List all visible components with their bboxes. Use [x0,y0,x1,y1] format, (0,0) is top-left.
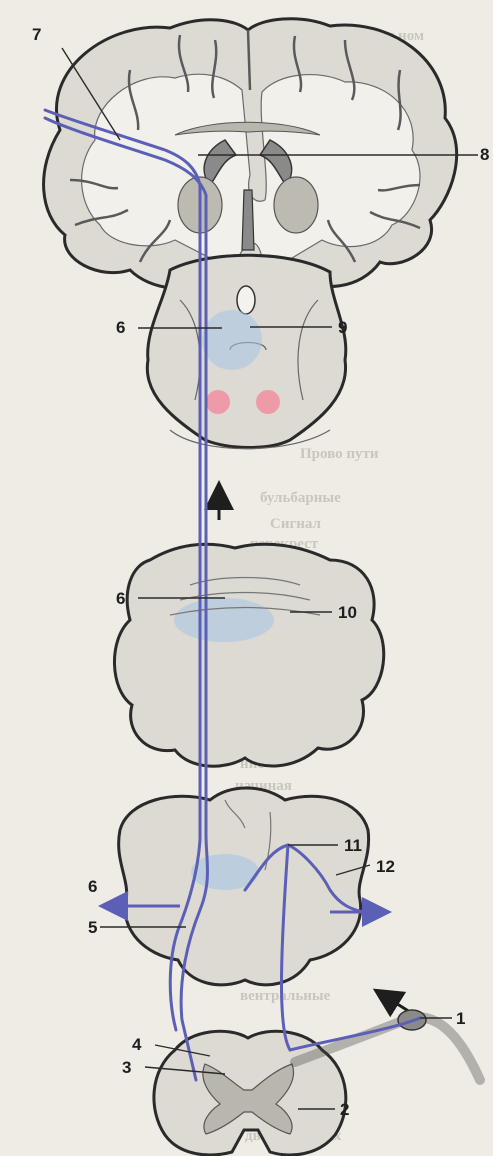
label-2: 2 [340,1100,349,1119]
pontine-tegmentum-highlight [174,598,274,642]
label-5: 5 [88,918,97,937]
background-text-line: бульбарные [260,490,341,506]
label-10: 10 [338,603,357,622]
label-8: 8 [480,145,489,164]
label-1: 1 [456,1009,465,1028]
label-3: 3 [122,1058,131,1077]
cerebral-aqueduct [237,286,255,314]
diagonal-arrow-icon [383,995,410,1012]
background-text-line: вентральные [240,988,331,1004]
background-text-line: Сигнал [270,516,322,532]
midbrain-section [147,255,346,449]
label-4: 4 [132,1035,142,1054]
red-nucleus-right [256,390,280,414]
label-12: 12 [376,857,395,876]
third-ventricle [242,190,254,250]
medulla-section [119,788,369,985]
label-7: 7 [32,25,41,44]
tectal-area-highlight [202,310,262,370]
label-6-medulla: 6 [88,877,97,896]
label-6-pons: 6 [116,589,125,608]
background-text-line: Прово пути [300,446,379,462]
basal-nucleus-right [274,177,318,233]
red-nucleus-left [206,390,230,414]
spinal-cord-section [154,1010,480,1155]
label-9: 9 [338,318,347,337]
pons-section [114,544,383,766]
label-6-midbrain: 6 [116,318,125,337]
label-11: 11 [344,836,362,855]
